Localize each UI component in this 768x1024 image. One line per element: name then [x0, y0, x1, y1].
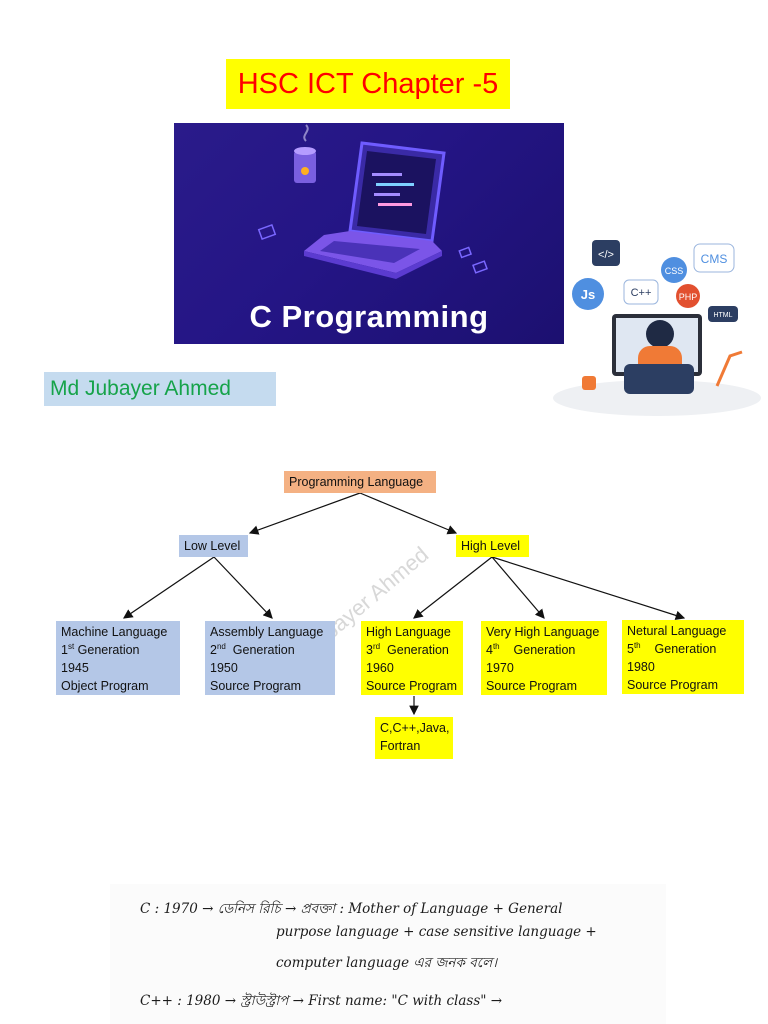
node-low-level: Low Level [179, 535, 248, 557]
js-badge: Js [581, 287, 595, 302]
css-badge: CSS [665, 266, 684, 276]
html-badge: HTML [713, 312, 732, 319]
node-title: High Language [366, 625, 451, 639]
node-program: Source Program [486, 679, 578, 693]
node-assembly-language: Assembly Language 2nd Generation 1950 So… [205, 621, 335, 695]
node-title: Machine Language [61, 625, 168, 639]
notes-line-c: C : 1970 → ডেনিস রিচি → প্রবক্তা : Mothe… [140, 901, 563, 917]
node-examples: C,C++,Java, Fortran [375, 717, 453, 759]
node-title: Assembly Language [210, 625, 324, 639]
node-program: Source Program [210, 679, 302, 693]
node-year: 1960 [366, 661, 394, 675]
node-machine-language: Machine Language 1st Generation 1945 Obj… [56, 621, 180, 695]
node-generation: 3rd Generation [366, 641, 449, 657]
laptop-illustration [257, 124, 488, 279]
author-name: Md Jubayer Ahmed [44, 372, 276, 406]
node-year: 1970 [486, 661, 514, 675]
node-high-level: High Level [456, 535, 529, 557]
notes-line-3: computer language এর জনক বলে। [276, 955, 498, 971]
page-title: HSC ICT Chapter -5 [226, 59, 510, 109]
node-generation: 5th Generation [627, 640, 717, 656]
developer-illustration: </> Js C++ CSS CMS PHP HTML [552, 236, 762, 420]
node-title: Very High Language [486, 625, 600, 639]
node-program: Source Program [366, 679, 458, 693]
node-generation: 1st Generation [61, 641, 140, 657]
node-title: Netural Language [627, 624, 727, 638]
node-program: Object Program [61, 679, 149, 693]
banner-caption: C Programming [249, 299, 489, 334]
node-year: 1950 [210, 661, 238, 675]
node-very-high-language: Very High Language 4th Generation 1970 S… [481, 621, 607, 695]
node-year: 1980 [627, 660, 655, 674]
node-generation: 2nd Generation [210, 641, 295, 657]
handwritten-notes: C : 1970 → ডেনিস রিচি → প্রবক্তা : Mothe… [110, 884, 666, 1024]
node-program: Source Program [627, 678, 719, 692]
notes-line-2: purpose language + case sensitive langua… [276, 924, 597, 940]
node-high-language: High Language 3rd Generation 1960 Source… [361, 621, 463, 695]
node-year: 1945 [61, 661, 89, 675]
node-natural-language: Netural Language 5th Generation 1980 Sou… [622, 620, 744, 694]
notes-line-cpp: C++ : 1980 → স্ট্রাউস্ট্রাপ → First name… [140, 993, 503, 1009]
code-tag-badge: </> [598, 249, 614, 261]
node-generation: 4th Generation [486, 641, 576, 657]
c-programming-banner: C Programming [174, 123, 564, 344]
node-programming-language: Programming Language [284, 471, 436, 493]
cms-badge: CMS [701, 252, 728, 266]
cpp-badge: C++ [631, 287, 652, 299]
php-badge: PHP [679, 292, 698, 302]
